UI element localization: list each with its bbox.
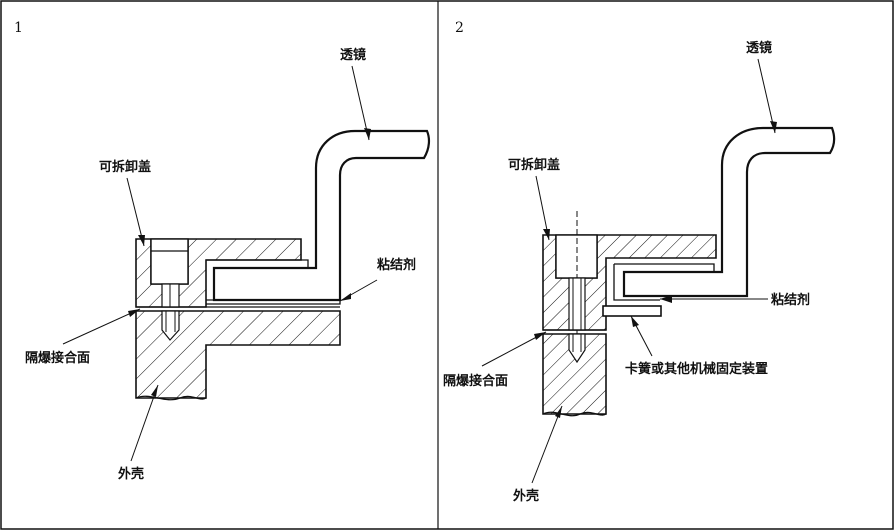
panel-1-label-cover: 可拆卸盖: [99, 159, 151, 175]
panel-1-label-joint: 隔爆接合面: [25, 350, 90, 366]
panel-2-label-cover: 可拆卸盖: [508, 157, 560, 173]
panel-1-label-adhesive: 粘结剂: [376, 257, 416, 273]
panel-1-label-lens: 透镜: [340, 47, 366, 63]
panel-2: 2 透镜 可拆卸盖 粘结剂 卡簧或其他机械固定装置: [443, 20, 836, 504]
panel-1-label-enclosure: 外壳: [117, 466, 144, 482]
panel-1-lens: [212, 129, 431, 302]
panel-2-label-enclosure: 外壳: [512, 488, 539, 504]
panel-1: 1 透镜 可拆卸盖 粘结剂 隔爆接合面: [14, 20, 431, 482]
panel-2-number: 2: [455, 20, 464, 36]
panel-2-label-joint: 隔爆接合面: [443, 373, 508, 389]
panel-2-label-lens: 透镜: [746, 40, 772, 56]
panel-2-fixing-clip: [602, 305, 662, 317]
panel-2-lens: [622, 126, 836, 298]
panel-1-number: 1: [14, 20, 23, 36]
panel-2-label-fixing: 卡簧或其他机械固定装置: [625, 361, 768, 377]
panel-2-label-adhesive: 粘结剂: [770, 292, 810, 308]
